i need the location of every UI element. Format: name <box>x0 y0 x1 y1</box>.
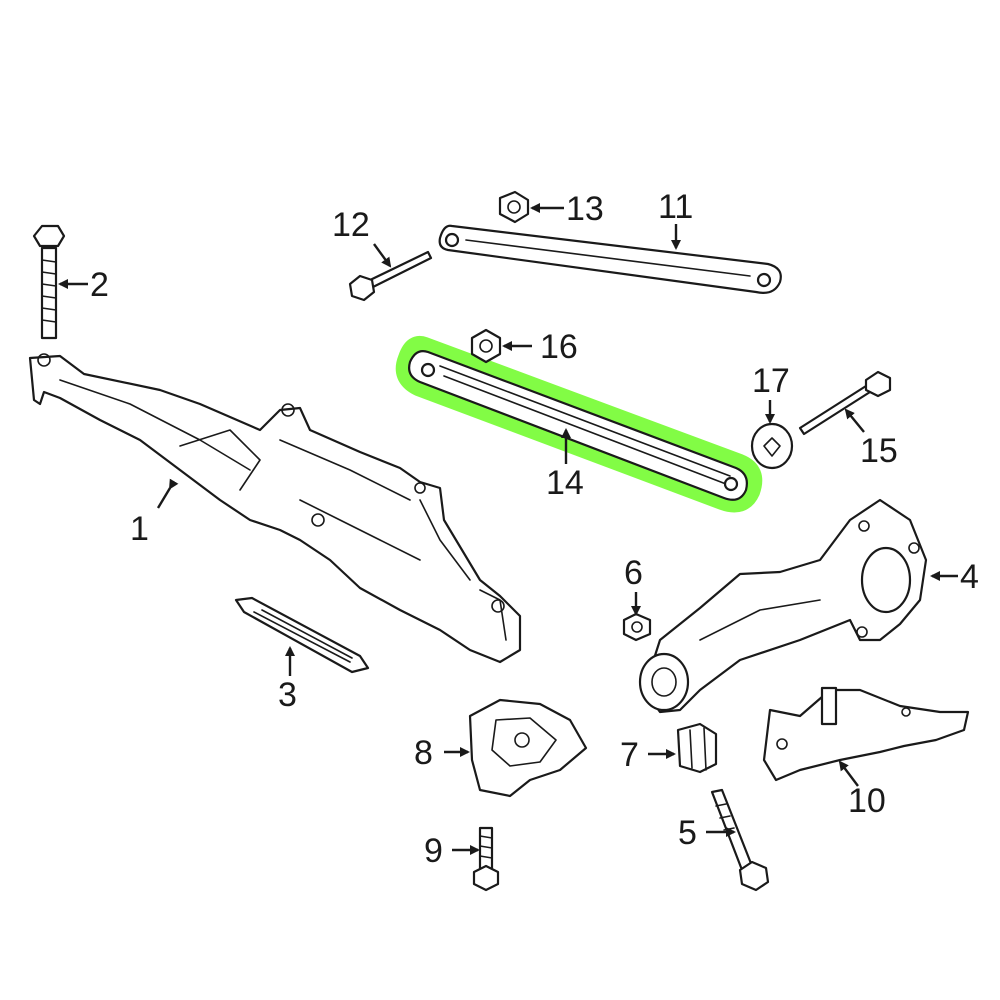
part-16-nut[interactable] <box>470 328 502 364</box>
callout-11: 11 <box>658 188 693 226</box>
part-1-subframe[interactable] <box>28 353 522 664</box>
callout-6: 6 <box>624 554 643 592</box>
callout-16: 16 <box>540 328 578 366</box>
leader-lines <box>58 203 958 855</box>
part-9-bolt[interactable] <box>472 826 500 892</box>
callout-10: 10 <box>848 782 886 820</box>
part-4-knuckle[interactable] <box>638 498 928 714</box>
part-15-bolt[interactable] <box>798 370 892 436</box>
part-17-washer[interactable] <box>750 422 794 470</box>
part-8-mount[interactable] <box>468 698 588 798</box>
part-2-bolt[interactable] <box>32 224 66 340</box>
callout-labels: 1 2 3 4 5 6 7 8 9 10 11 12 13 14 15 16 1… <box>90 188 979 870</box>
callout-14: 14 <box>546 464 584 502</box>
part-5-bolt[interactable] <box>710 788 770 892</box>
part-6-nut[interactable] <box>622 612 652 642</box>
callout-3: 3 <box>278 676 297 714</box>
part-13-nut[interactable] <box>498 190 530 224</box>
callout-7: 7 <box>620 736 639 774</box>
part-14-control-arm[interactable] <box>395 335 763 513</box>
callout-17: 17 <box>752 362 790 400</box>
callout-9: 9 <box>424 832 443 870</box>
callout-4: 4 <box>960 558 979 596</box>
part-10-bracket[interactable] <box>762 686 970 782</box>
callout-2: 2 <box>90 266 109 304</box>
callout-1: 1 <box>130 510 149 548</box>
callout-8: 8 <box>414 734 433 772</box>
part-3-plate[interactable] <box>234 596 370 674</box>
part-12-bolt[interactable] <box>348 250 433 302</box>
part-11-upper-link[interactable] <box>438 224 782 294</box>
callout-13: 13 <box>566 190 604 228</box>
callout-5: 5 <box>678 814 697 852</box>
part-7-bushing[interactable] <box>676 722 718 774</box>
callout-15: 15 <box>860 432 898 470</box>
callout-12: 12 <box>332 206 370 244</box>
